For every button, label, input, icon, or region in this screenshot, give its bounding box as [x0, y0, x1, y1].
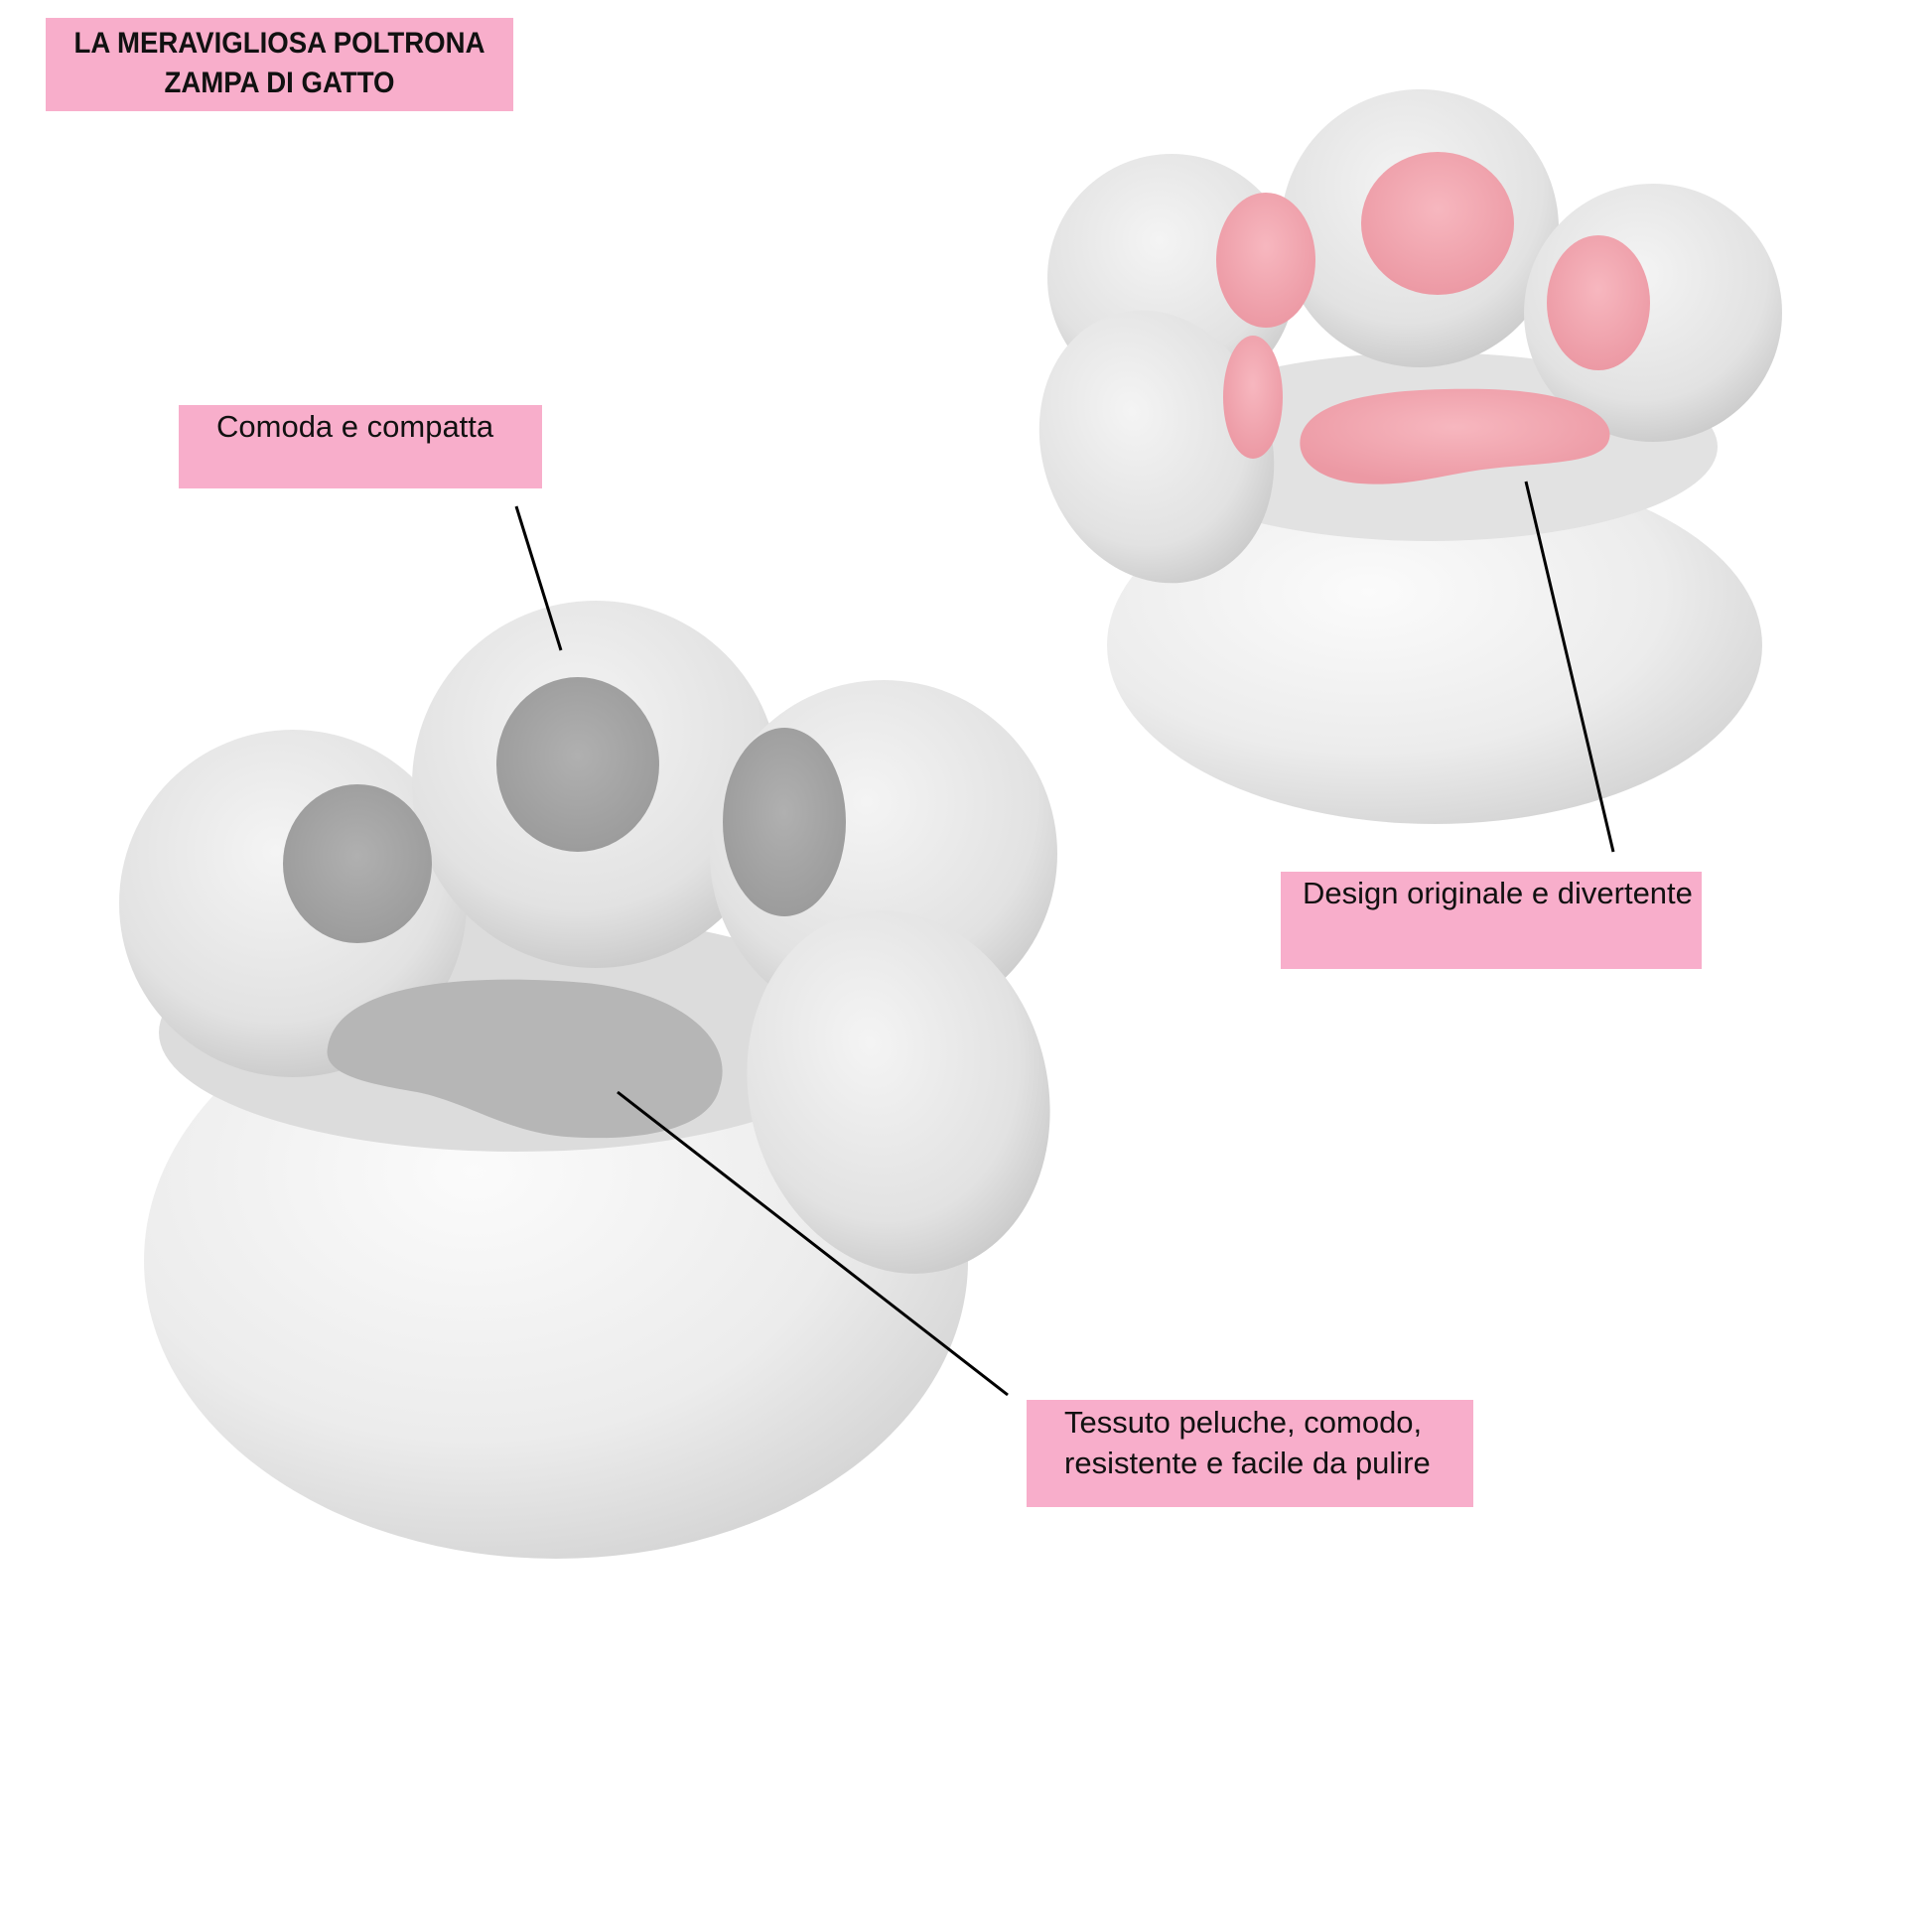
toe-pad-middle: [1361, 152, 1514, 295]
toe-front: [1038, 310, 1275, 584]
leader-line-tessuto: [617, 1090, 1009, 1397]
leader-line-comoda: [514, 505, 563, 651]
callout-tessuto: Tessuto peluche, comodo, resistente e fa…: [1027, 1400, 1473, 1507]
toe-pad-left: [1216, 193, 1315, 328]
toe-front-pad: [1223, 336, 1283, 459]
toe-pad-middle: [496, 677, 659, 852]
toe-pad-right: [723, 728, 846, 916]
callout-comoda-text: Comoda e compatta: [216, 409, 494, 444]
toe-pad-right: [1547, 235, 1650, 370]
callout-tessuto-line-2: resistente e facile da pulire: [1064, 1446, 1431, 1480]
leader-lines: [514, 481, 1615, 1397]
title-line-1: LA MERAVIGLIOSA POLTRONA: [73, 27, 485, 60]
toe-pad-left: [283, 784, 432, 943]
gray-paw-armchair: [119, 601, 1057, 1559]
callout-comoda: Comoda e compatta: [179, 405, 542, 488]
callout-tessuto-line-1: Tessuto peluche, comodo,: [1064, 1405, 1423, 1440]
toe-front: [747, 910, 1050, 1274]
callout-design: Design originale e divertente: [1281, 872, 1702, 969]
title-line-2: ZAMPA DI GATTO: [164, 67, 395, 99]
page-title: LA MERAVIGLIOSA POLTRONA ZAMPA DI GATTO: [46, 18, 514, 111]
leader-line-design: [1524, 481, 1615, 853]
chair-base: [1107, 467, 1762, 824]
callout-design-text: Design originale e divertente: [1303, 876, 1693, 910]
pink-paw-armchair: [1038, 89, 1782, 824]
palm-pad: [1300, 388, 1610, 484]
